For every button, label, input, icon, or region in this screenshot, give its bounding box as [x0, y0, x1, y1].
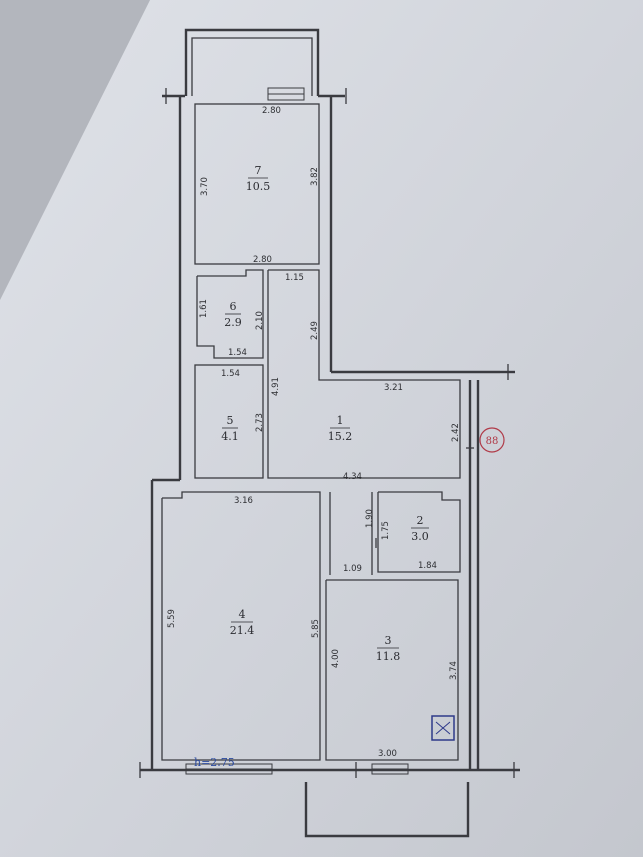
dimension: 4.91: [271, 377, 281, 396]
dimension: 3.00: [378, 749, 397, 759]
dimension-labels: 2.80 3.70 3.82 2.80 1.15 1.61 2.10 1.54 …: [167, 106, 461, 759]
dimension: 2.73: [255, 413, 265, 432]
dimension: 1.75: [381, 521, 391, 540]
dimension: 4.34: [343, 472, 362, 482]
window: [371, 763, 409, 775]
room-3: 3 11.8: [376, 634, 401, 663]
dimension: 2.42: [451, 423, 461, 442]
dimension: 4.00: [331, 649, 341, 668]
room-area: 10.5: [246, 180, 271, 193]
room-area: 11.8: [376, 650, 401, 663]
dimension: 5.59: [167, 609, 177, 628]
dimension: 2.80: [253, 255, 272, 265]
dimension: 2.49: [310, 321, 320, 340]
room-area: 2.9: [224, 316, 242, 329]
room-area: 21.4: [230, 624, 255, 637]
room-number: 1: [337, 414, 344, 427]
dimension: 1.09: [343, 564, 362, 574]
dimension: 1.84: [418, 561, 437, 571]
stove-icon: [431, 715, 455, 741]
dimension: 3.16: [234, 496, 253, 506]
dimension: 3.82: [310, 167, 320, 186]
room-2: 2 3.0: [411, 514, 429, 543]
room-number: 3: [385, 634, 392, 647]
apartment-marker: 88: [479, 427, 505, 453]
room-6: 6 2.9: [224, 300, 242, 329]
room-area: 15.2: [328, 430, 353, 443]
room-number: 4: [239, 608, 246, 621]
dimension: 2.80: [262, 106, 281, 116]
room-number: 7: [255, 164, 262, 177]
dimension: 1.90: [365, 509, 375, 528]
dimension: 1.54: [221, 369, 240, 379]
window: [185, 763, 273, 775]
dimension: 2.10: [255, 311, 265, 330]
room-area: 3.0: [411, 530, 429, 543]
room-number: 2: [417, 514, 424, 527]
walls: [139, 28, 520, 838]
room-7: 7 10.5: [246, 164, 271, 193]
room-1: 1 15.2: [328, 414, 353, 443]
room-number: 5: [227, 414, 234, 427]
dimension: 1.15: [285, 273, 304, 283]
dimension: 3.21: [384, 383, 403, 393]
room-number: 6: [230, 300, 237, 313]
room-5: 5 4.1: [221, 414, 239, 443]
dimension: 3.70: [200, 177, 210, 196]
paper-shadow: [0, 0, 150, 300]
apartment-number: 88: [486, 436, 499, 447]
room-area: 4.1: [221, 430, 239, 443]
dimension: 1.61: [199, 299, 209, 318]
dimension: 3.74: [449, 661, 459, 680]
dimension: 1.54: [228, 348, 247, 358]
room-4: 4 21.4: [230, 608, 255, 637]
ceiling-height: h=2.75: [194, 756, 235, 769]
dimension: 5.85: [311, 619, 321, 638]
window: [267, 87, 305, 101]
